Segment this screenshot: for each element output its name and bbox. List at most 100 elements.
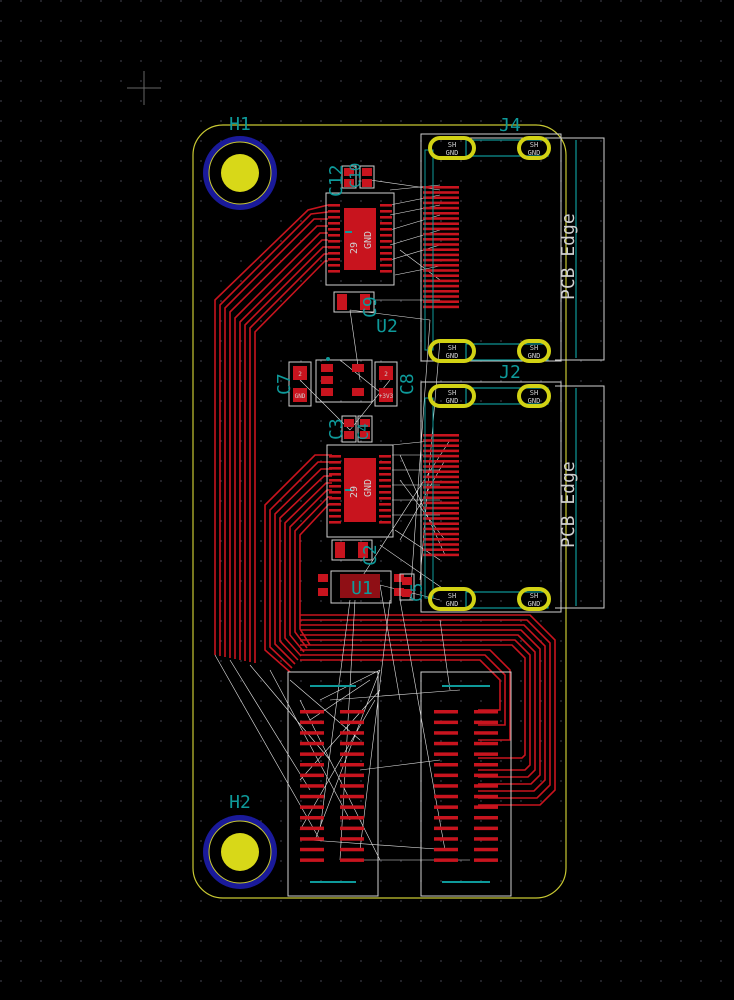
header-pad[interactable] [340, 826, 364, 831]
usb-signal-pad[interactable] [423, 243, 459, 246]
header-pad[interactable] [340, 816, 364, 820]
connector-header-right[interactable] [420, 671, 512, 897]
capacitor-c3[interactable] [341, 415, 357, 443]
header-pad[interactable] [300, 784, 324, 788]
ic-regulator[interactable] [315, 357, 373, 403]
usb-signal-pad[interactable] [423, 434, 459, 437]
u2-pin-pad[interactable] [380, 222, 392, 225]
u1-pin-pad[interactable] [329, 467, 341, 470]
header-pad[interactable] [474, 794, 498, 799]
usb-signal-pad[interactable] [423, 201, 459, 205]
u2-pin-pad[interactable] [380, 264, 392, 267]
u1-pin-pad[interactable] [379, 473, 391, 476]
header-pad[interactable] [300, 720, 324, 725]
j2-signal-pads[interactable] [423, 434, 459, 557]
u1-pin-pad[interactable] [329, 455, 341, 458]
capacitor-c12[interactable] [341, 165, 357, 189]
usb-signal-pad[interactable] [423, 439, 459, 442]
header-pad[interactable] [474, 773, 498, 778]
usb-signal-pad[interactable] [423, 264, 459, 267]
usb-signal-pad[interactable] [423, 480, 459, 484]
usb-signal-pad[interactable] [423, 300, 459, 303]
header-pad[interactable] [474, 858, 498, 862]
u2-pin-pad[interactable] [328, 234, 340, 237]
header-pad[interactable] [434, 784, 458, 788]
usb-signal-pad[interactable] [423, 253, 459, 257]
u1-pin-pad[interactable] [329, 515, 341, 518]
header-pad[interactable] [300, 731, 324, 735]
header-pad[interactable] [300, 837, 324, 841]
u2-pin-pad[interactable] [328, 216, 340, 219]
u1-pin-pad[interactable] [379, 485, 391, 488]
usb-signal-pad[interactable] [423, 238, 459, 241]
usb-signal-pad[interactable] [423, 449, 459, 453]
u2-pin-pad[interactable] [328, 264, 340, 267]
header-pad[interactable] [300, 794, 324, 799]
header-pad[interactable] [434, 794, 458, 799]
header-pad[interactable] [340, 858, 364, 862]
u2-pin-pad[interactable] [380, 240, 392, 243]
u1-pin-pad[interactable] [329, 503, 341, 506]
header-pad[interactable] [434, 752, 458, 756]
header-pad[interactable] [340, 837, 364, 841]
u1-pin-pad[interactable] [329, 509, 341, 512]
header-pad[interactable] [474, 805, 498, 809]
header-pad[interactable] [434, 847, 458, 852]
header-pad[interactable] [300, 752, 324, 756]
u2-pin-pad[interactable] [380, 246, 392, 249]
usb-signal-pad[interactable] [423, 475, 459, 479]
u2-pin-pad[interactable] [380, 210, 392, 213]
u2-pin-pad[interactable] [328, 252, 340, 255]
header-pad[interactable] [340, 763, 364, 767]
usb-signal-pad[interactable] [423, 290, 459, 293]
mounting-hole-h2[interactable] [203, 815, 277, 889]
header-pad[interactable] [300, 858, 324, 862]
header-pad[interactable] [340, 741, 364, 746]
header-pad[interactable] [300, 710, 324, 714]
usb-signal-pad[interactable] [423, 212, 459, 215]
header-pad[interactable] [434, 731, 458, 735]
header-pad[interactable] [474, 837, 498, 841]
connector-header-left[interactable] [287, 671, 379, 897]
usb-signal-pad[interactable] [423, 217, 459, 220]
u1-pin-pad[interactable] [379, 461, 391, 464]
u2-pin-pad[interactable] [380, 258, 392, 261]
capacitor-c2[interactable] [331, 539, 373, 561]
u1-pin-pad[interactable] [379, 479, 391, 482]
usb-signal-pad[interactable] [423, 553, 459, 557]
j4-shield-pads[interactable] [428, 136, 551, 363]
header-pad[interactable] [340, 731, 364, 735]
j2-shield-pads[interactable] [428, 384, 551, 611]
usb-signal-pad[interactable] [423, 501, 459, 505]
usb-signal-pad[interactable] [423, 538, 459, 541]
header-pad[interactable] [434, 763, 458, 767]
u2-pin-pad[interactable] [380, 204, 392, 207]
header-pad[interactable] [474, 784, 498, 788]
u1-pin-pad[interactable] [329, 485, 341, 488]
header-pad[interactable] [474, 710, 498, 714]
u1-pin-pad[interactable] [329, 491, 341, 494]
u2-pin-pad[interactable] [328, 210, 340, 213]
header-pad[interactable] [474, 826, 498, 831]
header-pad[interactable] [434, 816, 458, 820]
u1-pin-pad[interactable] [379, 491, 391, 494]
capacitor-c9[interactable] [333, 291, 375, 313]
usb-signal-pad[interactable] [423, 491, 459, 494]
u1-pin-pad[interactable] [379, 515, 391, 518]
header-pad[interactable] [300, 805, 324, 809]
header-pad[interactable] [434, 858, 458, 862]
usb-signal-pad[interactable] [423, 444, 459, 447]
u2-pin-pad[interactable] [328, 240, 340, 243]
header-pad[interactable] [300, 763, 324, 767]
header-pad[interactable] [300, 773, 324, 778]
usb-signal-pad[interactable] [423, 548, 459, 551]
u1-pin-pad[interactable] [379, 509, 391, 512]
u1-pin-pad[interactable] [379, 467, 391, 470]
capacitor-c8[interactable]: 2 +3V3 [374, 361, 398, 407]
u2-pin-pad[interactable] [380, 270, 392, 273]
u2-pin-pad[interactable] [328, 228, 340, 231]
usb-signal-pad[interactable] [423, 543, 459, 546]
usb-signal-pad[interactable] [423, 227, 459, 231]
usb-signal-pad[interactable] [423, 305, 459, 309]
